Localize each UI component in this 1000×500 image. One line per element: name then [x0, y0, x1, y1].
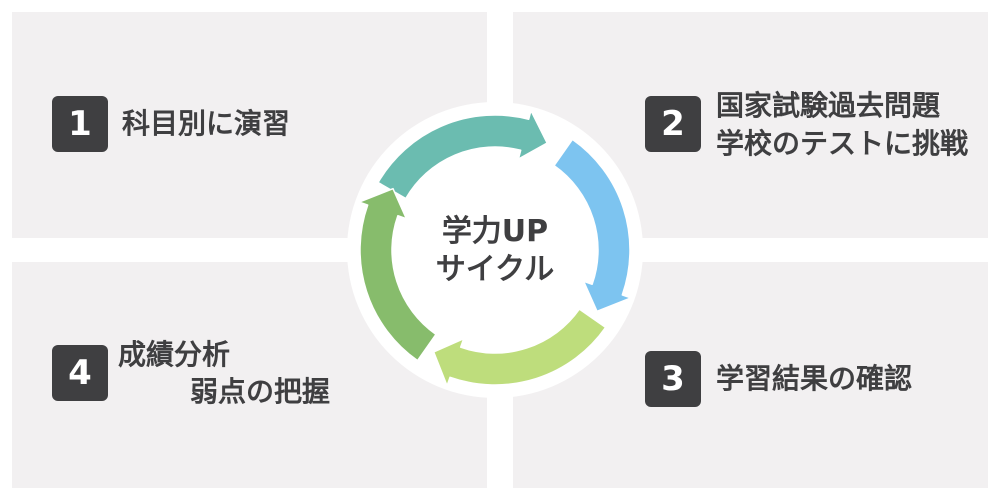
- step-3-label: 学習結果の確認: [716, 362, 913, 395]
- step-2-label-line-1: 国家試験過去問題: [716, 89, 941, 122]
- step-3-number-badge: 3: [645, 351, 701, 407]
- cycle-title-line-1: 学力UP: [441, 214, 549, 249]
- cycle-arrow-step-1: [377, 109, 548, 200]
- step-4-number-badge: 4: [52, 345, 108, 401]
- cycle-arrow-step-4: [358, 187, 437, 362]
- step-1-number-badge: 1: [52, 96, 108, 152]
- step-2-label-line-2: 学校のテストに挑戦: [716, 127, 969, 160]
- step-4-label-line-1: 成績分析: [118, 338, 231, 371]
- cycle-arrow-step-2: [553, 138, 632, 313]
- step-2-number-badge: 2: [645, 96, 701, 152]
- cycle-title-line-2: サイクル: [435, 252, 555, 287]
- step-1-label: 科目別に演習: [122, 107, 291, 140]
- cycle-arrow-step-3: [432, 308, 607, 387]
- cycle-diagram: [347, 102, 643, 398]
- step-4-label-line-2: 弱点の把握: [190, 375, 331, 408]
